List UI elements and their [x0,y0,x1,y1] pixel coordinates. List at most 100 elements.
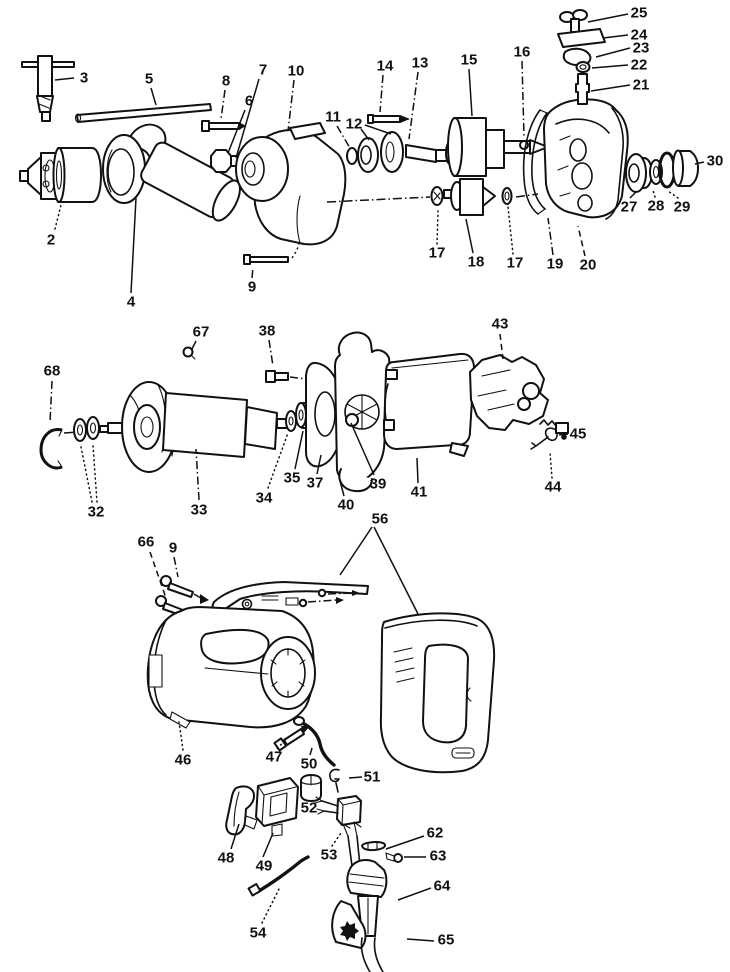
leader-line-12 [360,128,370,141]
leader-line-25 [587,13,629,23]
part-label-14: 14 [377,58,394,75]
part-label-28: 28 [648,198,665,215]
part-label-38: 38 [259,323,276,340]
leader-line-29 [667,190,679,199]
leader-line-62 [385,835,425,850]
leader-line-9a [251,266,254,279]
part-label-18: 18 [468,254,485,271]
screw-67-drawing [182,346,196,360]
trigger-48-drawing [225,785,258,836]
part-label-45: 45 [570,426,587,443]
part-label-17a: 17 [429,245,446,262]
leader-line-65 [406,938,435,942]
parts-21-25-stack-drawing [557,9,606,105]
part-label-35: 35 [284,470,301,487]
bearing-27-30-drawing [625,149,699,193]
part-label-3: 3 [80,70,88,87]
leader-line-40 [338,476,345,497]
part-label-54: 54 [250,925,267,942]
part-label-2: 2 [47,232,55,249]
leader-line-22 [591,64,629,69]
part-label-65: 65 [438,932,455,949]
leader-line-17b [507,206,514,255]
leader-line-41 [416,457,419,484]
leader-line-27 [629,190,638,199]
leader-line-32 [80,446,93,503]
leader-line-64 [397,887,432,901]
leader-line-67 [191,340,197,350]
cord-65-drawing [360,937,384,972]
switch-49-drawing [255,777,299,837]
part-label-32: 32 [88,504,105,521]
part-label-62: 62 [427,825,444,842]
washers-32-drawing [63,416,105,442]
leader-line-44 [549,452,553,479]
leader-line-12-1 [364,124,392,135]
part-label-46: 46 [175,752,192,769]
handle-housing-half-drawing [379,612,496,774]
part-label-43: 43 [492,316,509,333]
leader-line-4 [130,197,137,294]
part-label-17b: 17 [507,255,524,272]
leader-line-17a [436,210,439,245]
leader-line-47 [276,741,285,749]
part-label-30: 30 [707,153,724,170]
leader-line-37 [316,454,322,475]
snap-ring-68-drawing [39,428,63,470]
leader-line-15 [468,68,473,117]
gear-case-10-drawing [235,122,347,246]
leader-line-8 [220,89,226,120]
part-label-64: 64 [434,878,451,895]
part-label-13: 13 [412,55,429,72]
nut-52-drawing [300,774,322,802]
leader-line-6 [227,109,246,154]
part-label-53: 53 [321,847,338,864]
leader-line-9b [173,556,179,578]
gear-housing-20-drawing [543,92,629,220]
leader-line-23 [595,47,631,58]
part-label-56: 56 [372,511,389,528]
part-label-29: 29 [674,199,691,216]
screw-14-drawing [367,114,410,124]
part-label-6: 6 [245,93,253,110]
part-label-50: 50 [301,756,318,773]
leader-line-50 [309,747,313,756]
strain-relief-64-drawing [331,858,388,949]
part-label-27: 27 [621,199,638,216]
part-label-5: 5 [145,71,153,88]
leader-line-39 [350,422,375,476]
part-label-51: 51 [364,769,381,786]
part-label-34: 34 [256,490,273,507]
leader-line-56-1 [373,526,419,615]
screw-63-drawing [385,852,403,863]
leader-line-43 [499,333,504,360]
leader-line-28 [652,189,656,198]
washers-11-12-drawing [346,131,404,173]
gear-case-cover-19-drawing [522,109,548,215]
leader-line-54 [261,886,281,924]
part-label-48: 48 [218,850,235,867]
part-label-20: 20 [580,257,597,274]
screw-47-drawing [273,726,310,752]
part-label-12: 12 [346,116,363,133]
connector-53-drawing [314,795,362,826]
lower-gear-train-drawing [326,178,539,216]
brush-spring-44-45-drawing [530,419,569,450]
side-handle-rod-drawing [74,103,212,123]
leader-line-30 [694,161,705,165]
part-label-9b: 9 [169,540,177,557]
leader-line-34 [267,432,289,489]
leader-line-33 [195,448,200,501]
part-label-41: 41 [411,484,428,501]
cord-clamp-62-drawing [361,841,386,852]
leader-line-14 [379,74,384,113]
leader-line-19 [547,217,554,256]
leader-line-51 [348,776,363,779]
leader-line-16 [521,60,525,138]
leader-line-10 [287,79,295,132]
part-label-52: 52 [301,800,318,817]
leader-line-13 [408,71,419,140]
